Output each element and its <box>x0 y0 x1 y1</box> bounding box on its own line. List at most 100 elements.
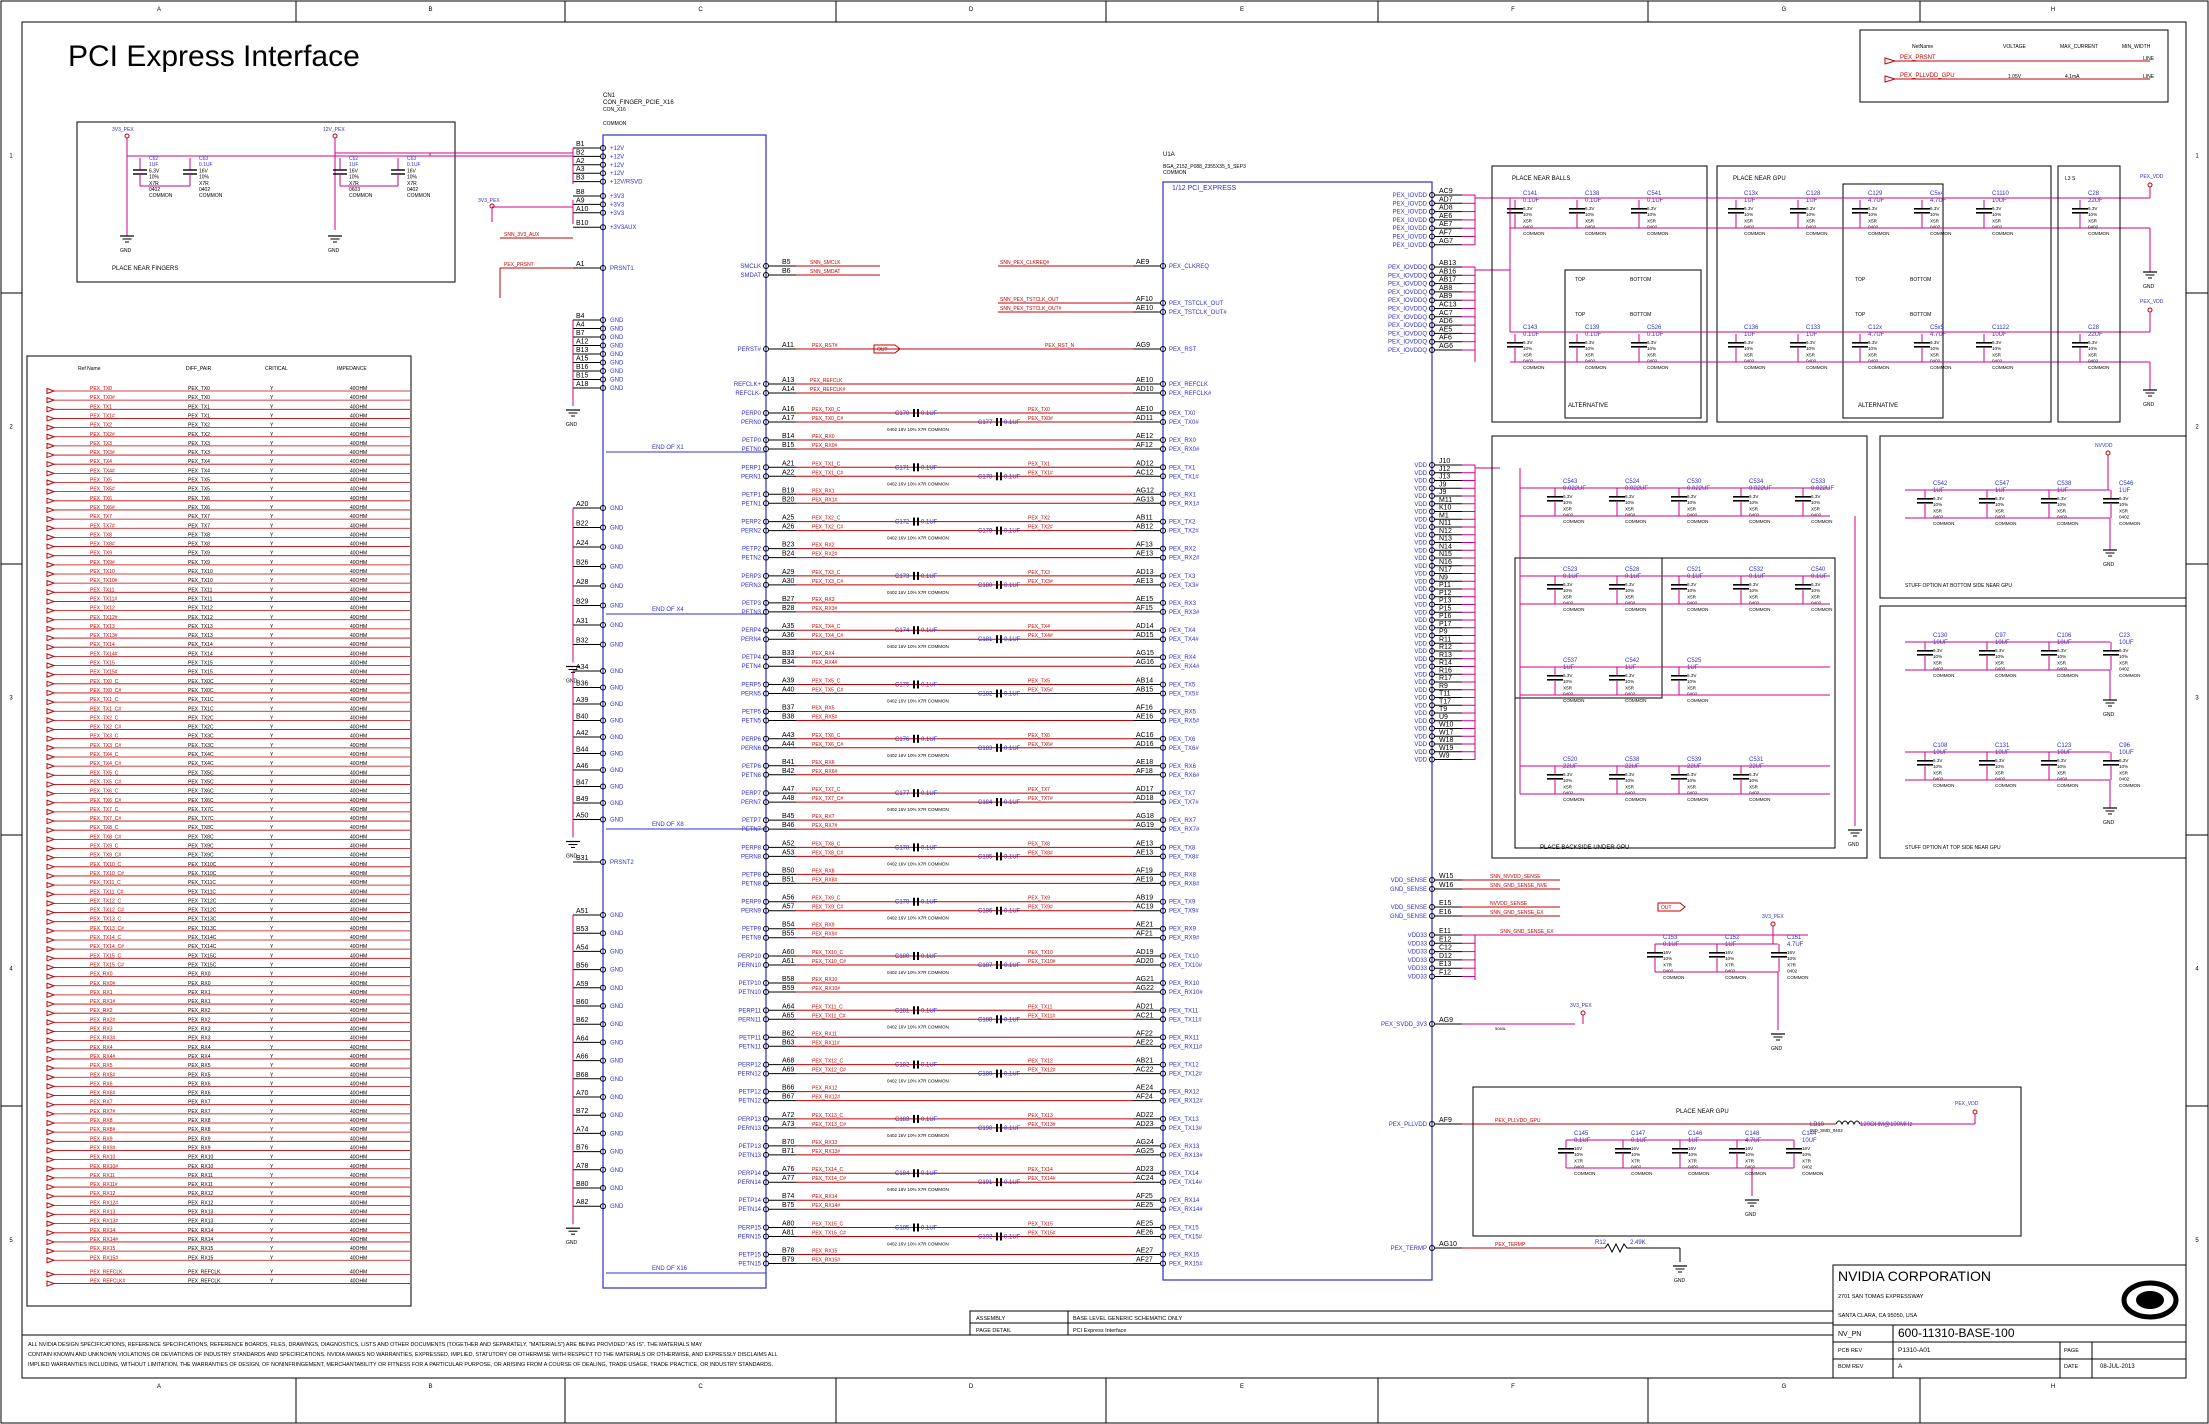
pin-name: PETN9 <box>742 936 762 942</box>
cap-spec: X5R <box>1933 660 1943 665</box>
cap-spec: COMMON <box>1563 797 1584 802</box>
net-flag-icon <box>46 735 56 742</box>
pin-number: AC19 <box>1136 904 1154 911</box>
cap-label: COMMON <box>199 193 223 199</box>
cap-ref: C523 <box>1563 567 1578 573</box>
cap-ref: C131 <box>1995 743 2010 749</box>
pin-name: PEX_TX10 <box>1169 954 1199 960</box>
pin-name: PERN15 <box>738 1235 762 1241</box>
net-name: PEX_TX0# <box>1028 416 1053 422</box>
rail-node <box>1972 1109 1978 1115</box>
net-name: PEX_RX13# <box>90 1219 118 1225</box>
pin-name: PEX_IOVDDQ <box>1388 307 1427 313</box>
cap-value: 0.1UF <box>1004 420 1021 426</box>
pin-number: A17 <box>782 415 795 422</box>
pin-name: +3V3 <box>610 211 625 217</box>
cap-spec: 0402 <box>1631 1165 1642 1170</box>
label: SNN_GND_SENSE_EX <box>1490 910 1544 916</box>
net-flag-icon <box>46 1220 56 1227</box>
cap-spec: X5R <box>1687 506 1697 511</box>
diff-pair: PEX_RX4 <box>188 1054 211 1060</box>
pin-number: AE7 <box>1439 221 1452 228</box>
critical: Y <box>270 560 274 566</box>
pin-number: B36 <box>576 681 589 688</box>
cap-spec: COMMON <box>1930 231 1951 236</box>
critical: Y <box>270 1017 274 1023</box>
net-flag-icon <box>46 781 56 788</box>
cap-spec: X7R <box>1631 1158 1641 1163</box>
pin-number: A48 <box>782 795 795 802</box>
label: BOTTOM <box>1630 312 1651 318</box>
net-name: PEX_TX12_C <box>812 1059 844 1065</box>
cap-value: 22UF <box>2088 198 2103 204</box>
diff-pair: PEX_TX14 <box>188 642 213 648</box>
pin-number: B70 <box>782 1139 795 1146</box>
label: SNN_SMCLK <box>810 260 841 266</box>
pin-number: W15 <box>1439 873 1454 880</box>
label: PEX_RST# <box>812 343 838 349</box>
pin-number: AE25 <box>1136 1221 1153 1228</box>
pin-name: GND <box>610 1113 624 1119</box>
pin-name: GND <box>610 352 624 358</box>
col-label: A <box>157 1384 161 1390</box>
net-name: PEX_TX4_C# <box>812 633 843 639</box>
critical: Y <box>270 386 274 392</box>
pin-name: PEX_IOVDDQ <box>1388 340 1427 346</box>
pin-name: PEX_RX9 <box>1169 927 1197 933</box>
label: 1/12 PCI_EXPRESS <box>1172 185 1237 192</box>
cap-spec: COMMON <box>2119 521 2140 526</box>
cap-spec: 0402 <box>1995 667 2006 672</box>
cap-plate <box>1852 342 1868 344</box>
cap-spec: 6.3V <box>2119 758 2129 763</box>
label: PLACE NEAR FINGERS <box>112 266 178 272</box>
pin-number: A14 <box>782 386 795 393</box>
pin-name: VDD <box>1414 672 1427 678</box>
pin-name: PEX_TX14 <box>1169 1171 1199 1177</box>
net-name: PEX_RX5 <box>90 1063 113 1069</box>
cap-spec: 0402 <box>1523 225 1534 230</box>
pin-number: C12 <box>1439 945 1452 952</box>
pin-number: B26 <box>576 560 589 567</box>
pin-number: R17 <box>1439 675 1452 682</box>
cap-spec: COMMON <box>1745 1171 1766 1176</box>
pin-number: J10 <box>1439 458 1450 465</box>
cap-ref: C184 <box>895 1171 910 1177</box>
cap-spec: COMMON <box>1563 607 1584 612</box>
cap-spec: COMMON <box>2119 783 2140 788</box>
pin-number: B6 <box>782 268 791 275</box>
pin-name: PERP2 <box>741 520 761 526</box>
label: TOP <box>1855 277 1866 283</box>
net-name: PEX_RX2# <box>812 552 838 558</box>
cap-plate <box>917 897 919 906</box>
cap-plate <box>917 843 919 852</box>
pin-name: PEX_TX6 <box>1169 737 1196 743</box>
net-name: PEX_TX7_C# <box>90 816 121 822</box>
cap-spec: 0402 <box>1687 601 1698 606</box>
cap-plate <box>1000 472 1002 481</box>
cap-spec: COMMON <box>1687 698 1708 703</box>
pin-name: VDD <box>1414 719 1427 725</box>
net-flag-icon <box>46 1257 56 1264</box>
pin-number: AD11 <box>1136 415 1153 422</box>
pin-name: PETP6 <box>742 764 762 770</box>
pin-number: A43 <box>782 732 795 739</box>
pin-number: AF13 <box>1136 542 1153 549</box>
cap-spec: X5R <box>1625 594 1635 599</box>
impedance: 40OHM <box>350 478 367 484</box>
pin-name: VDD <box>1414 541 1427 547</box>
cap-ref: C521 <box>1687 567 1702 573</box>
cap-ref: C5x4 <box>1930 191 1945 197</box>
critical: Y <box>270 926 274 932</box>
cap-ref: C28 <box>2088 325 2100 331</box>
net-flag-icon <box>46 671 56 678</box>
cap-spec: COMMON <box>1523 231 1544 236</box>
cap-value: 0.1UF <box>921 1226 938 1232</box>
cap-ref: C538 <box>1625 757 1640 763</box>
cap-value: 0.1UF <box>921 1171 938 1177</box>
net-flag-icon <box>46 1101 56 1108</box>
net-flag-icon <box>46 1119 56 1127</box>
cap-plate <box>913 680 915 689</box>
pin-number: B10 <box>576 220 589 227</box>
cap-spec: COMMON <box>1625 519 1646 524</box>
pin-name: PEX_TX0 <box>1169 411 1196 417</box>
